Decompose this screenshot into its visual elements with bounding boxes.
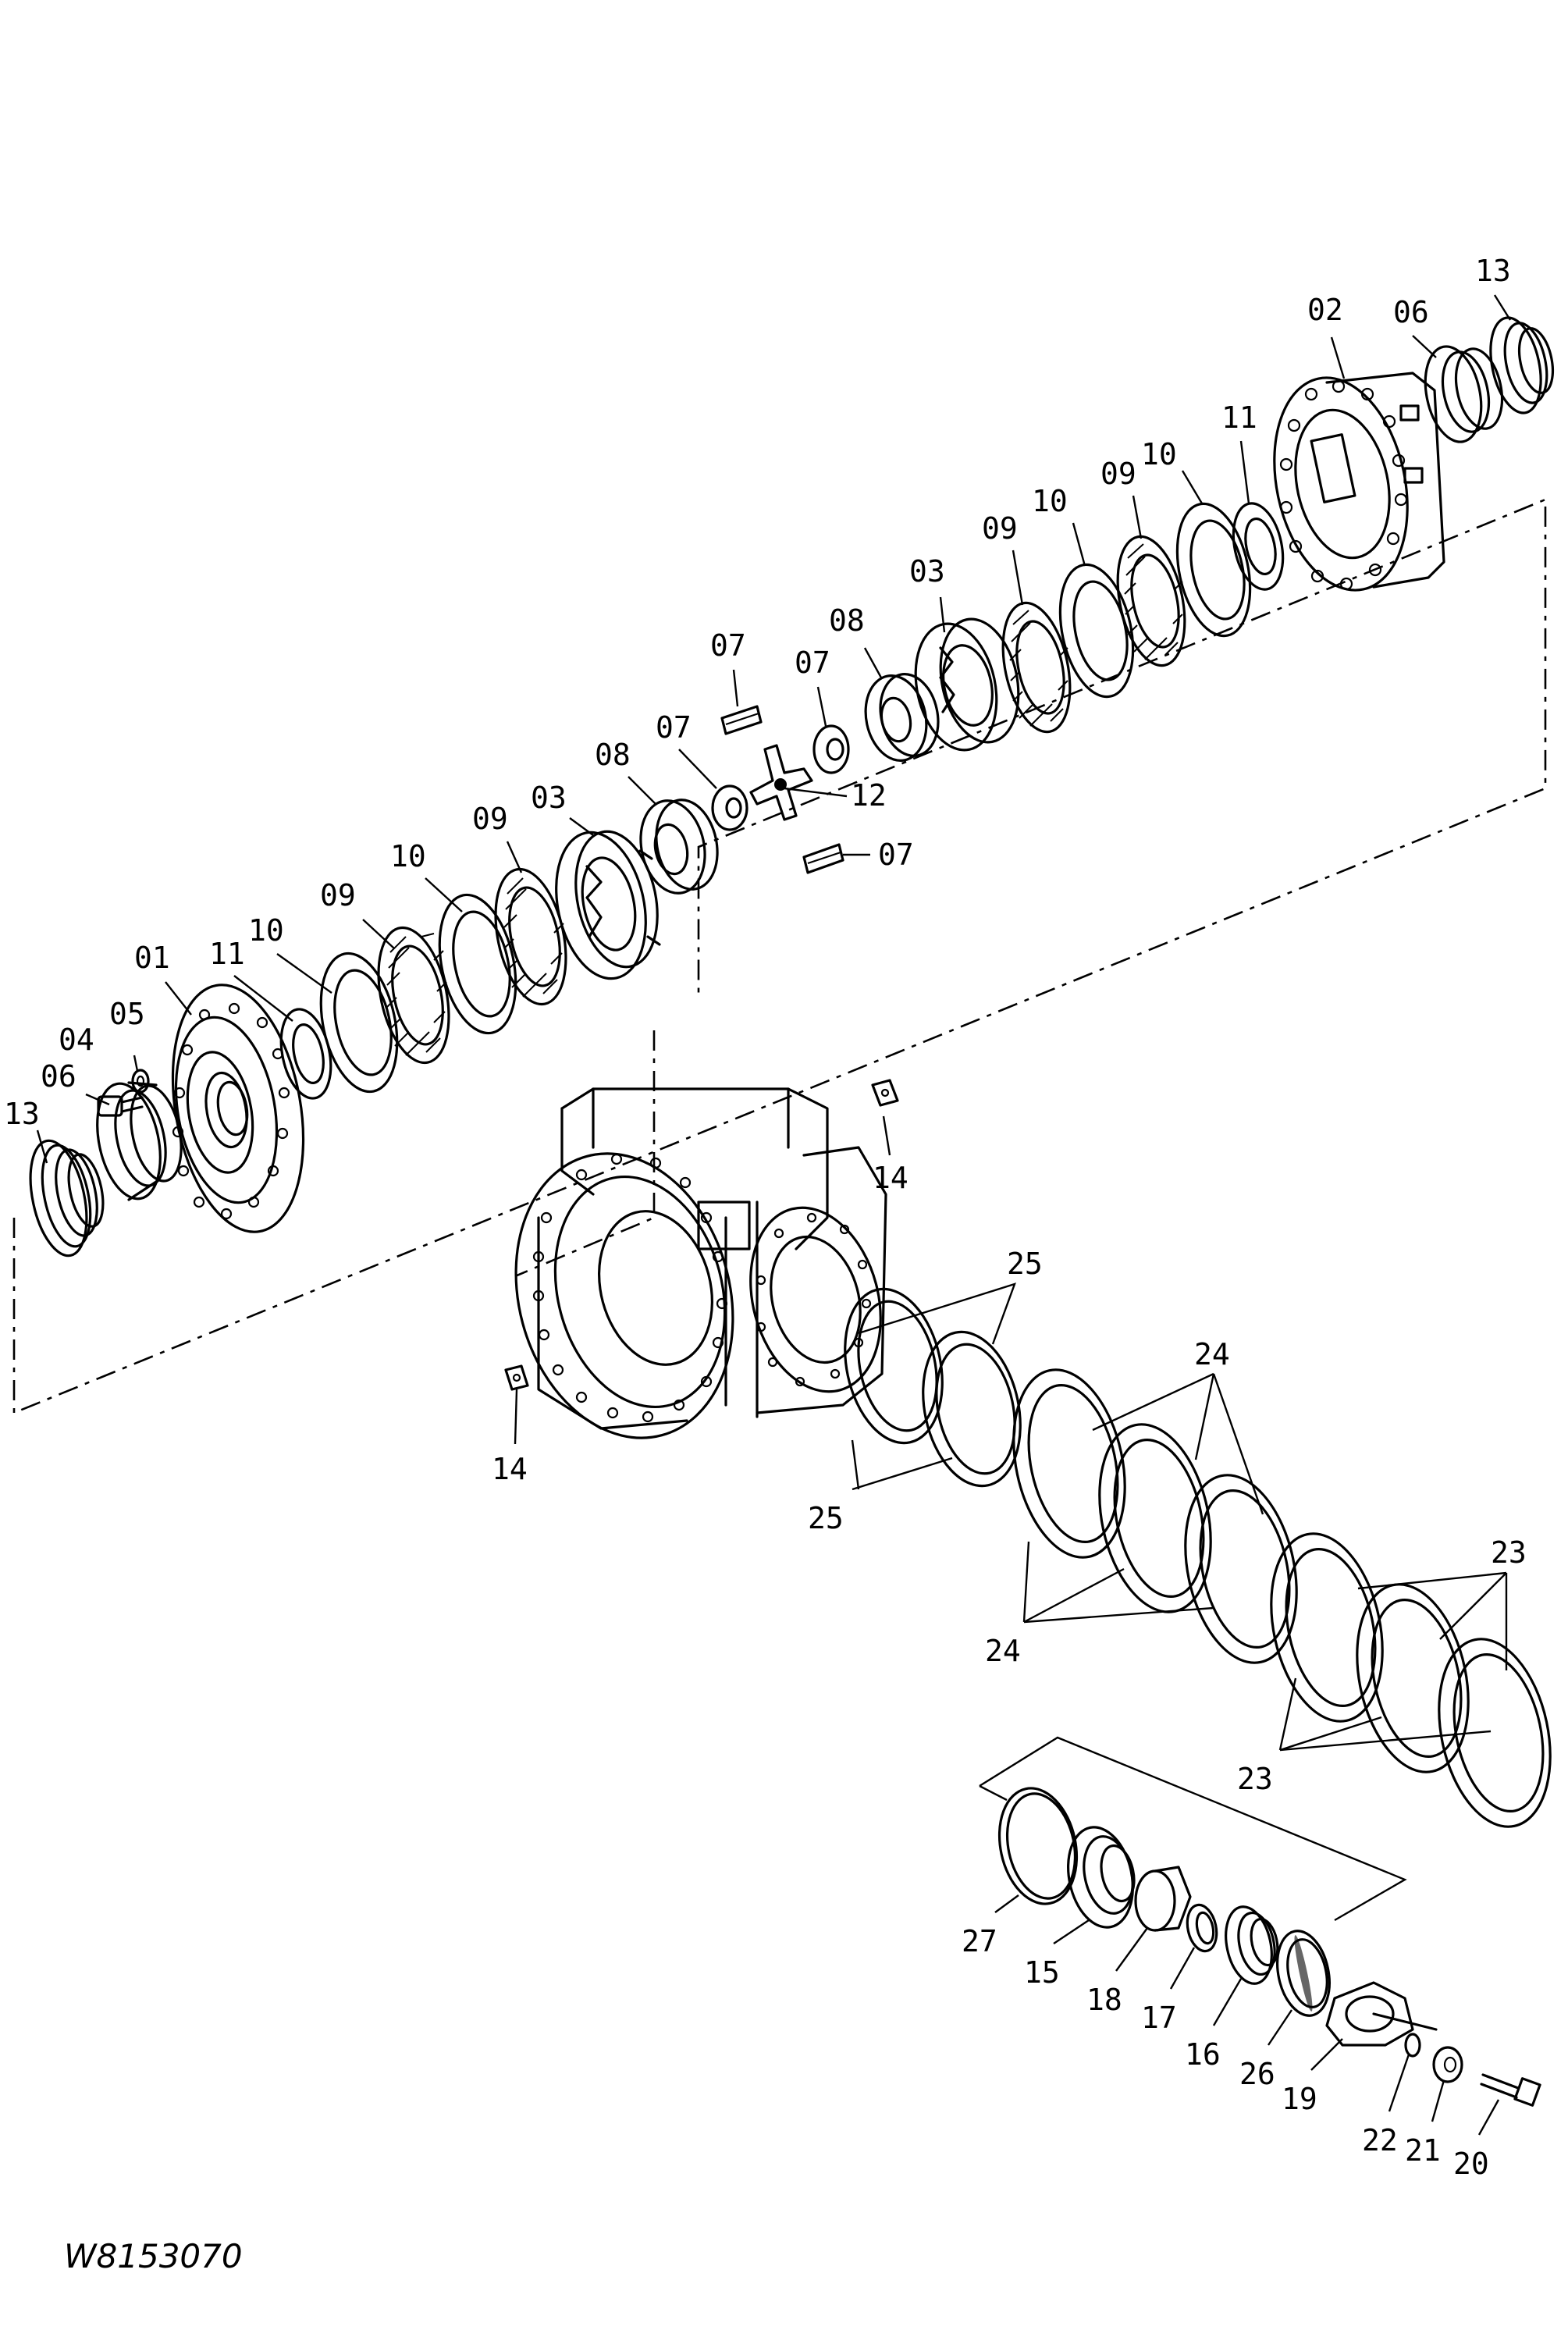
leader-lines (36, 294, 1512, 2136)
part-13-roller-bearing-left (29, 1139, 105, 1257)
callout-11-left: 11 (209, 937, 245, 971)
callout-01: 01 (134, 941, 170, 975)
callout-22: 22 (1362, 2123, 1398, 2157)
part-09-friction-disk-left-1 (377, 926, 450, 1065)
part-10-plate-left-1 (319, 952, 399, 1094)
part-25-shim-2 (922, 1330, 1022, 1488)
callout-labels: 13 02 06 11 10 09 10 09 03 08 07 07 07 1… (4, 254, 1527, 2181)
part-23-plate-1 (1270, 1532, 1384, 1723)
part-20-bolt (1480, 2073, 1541, 2107)
callout-05: 05 (109, 997, 145, 1031)
callout-08-right: 08 (829, 603, 865, 638)
callout-21: 21 (1405, 2133, 1441, 2168)
part-08-sleeve-left (639, 799, 719, 895)
callout-10-left-outer: 10 (390, 839, 426, 873)
part-09-friction-disk-right-2 (1116, 535, 1186, 667)
part-25-shim-1 (844, 1287, 944, 1445)
callout-02: 02 (1307, 293, 1343, 327)
part-09-friction-disk-right-1 (1001, 601, 1072, 734)
callout-20: 20 (1453, 2147, 1489, 2181)
part-16-bearing (1225, 1905, 1279, 1985)
callout-11-right: 11 (1221, 400, 1257, 435)
callout-07-mid: 07 (795, 646, 830, 680)
part-24-plate-3 (1184, 1474, 1298, 1664)
callout-27: 27 (962, 1924, 997, 1958)
part-07-pinion-bottom (802, 843, 844, 874)
callout-15: 15 (1024, 1955, 1060, 1990)
part-05-washer (131, 1069, 150, 1094)
callout-06-left: 06 (41, 1059, 76, 1094)
callout-16: 16 (1185, 2037, 1221, 2072)
part-14-clip-upper (871, 1079, 899, 1107)
callout-19: 19 (1282, 2082, 1317, 2116)
callout-07-top: 07 (710, 628, 746, 663)
part-06-bearing-cup-left (96, 1081, 183, 1201)
part-03-side-gear-left (555, 830, 661, 980)
part-13-roller-bearing-right (1489, 316, 1555, 414)
part-07-pinion-washer-1 (711, 784, 748, 831)
callout-13-left: 13 (4, 1097, 40, 1131)
figure-id: W8153070 (64, 2237, 243, 2275)
part-21-washer (1432, 2046, 1463, 2083)
callout-04: 04 (59, 1023, 94, 1057)
callout-09-right-inner: 09 (982, 511, 1018, 546)
callout-03-left: 03 (531, 781, 567, 815)
part-22-o-ring-small (1404, 2033, 1421, 2058)
callout-09-left-inner: 09 (320, 878, 356, 912)
assembly-axis-lines (12, 498, 1547, 1414)
callout-10-right-inner: 10 (1032, 484, 1068, 518)
callout-10-left-inner: 10 (248, 913, 284, 948)
part-23-plate-3 (1438, 1638, 1552, 1828)
callout-07-bottom: 07 (878, 838, 914, 872)
part-07-pinion-washer-2 (812, 724, 850, 774)
callout-13-right: 13 (1475, 254, 1511, 288)
part-17-ring (1186, 1903, 1218, 1953)
callout-12: 12 (851, 778, 887, 813)
part-12-spider (749, 744, 813, 821)
part-01-flange-housing (171, 984, 305, 1233)
part-02-differential-case (1273, 372, 1445, 592)
part-10-plate-left-2 (438, 893, 517, 1035)
callout-25-lower: 25 (808, 1501, 844, 1535)
callout-18: 18 (1086, 1983, 1122, 2017)
callout-23-upper: 23 (1491, 1535, 1527, 1570)
callout-25-upper: 25 (1007, 1247, 1043, 1281)
pinion-group-frame (979, 1736, 1407, 1922)
callout-17: 17 (1141, 2001, 1177, 2035)
part-11-tabbed-washer-right (1232, 502, 1285, 591)
part-07-pinion-top (720, 705, 763, 735)
part-09-friction-disk-left-2 (494, 867, 567, 1006)
part-24-plate-1 (1012, 1368, 1126, 1559)
callout-14-lower: 14 (492, 1452, 528, 1486)
callout-24-lower: 24 (985, 1634, 1021, 1668)
part-10-plate-right-2 (1175, 502, 1252, 638)
callout-09-left-outer: 09 (472, 802, 508, 836)
callout-08-left: 08 (595, 738, 631, 772)
part-06-bearing-cup-right (1424, 345, 1504, 443)
part-26-seal (1276, 1930, 1331, 2017)
callout-09-right-outer: 09 (1100, 457, 1136, 491)
callout-06-right: 06 (1393, 295, 1429, 329)
callout-26: 26 (1239, 2057, 1275, 2091)
axle-housing (514, 1087, 887, 1439)
callout-03-right: 03 (909, 554, 945, 589)
part-08-sleeve-right (864, 673, 940, 762)
part-18-spacer (1134, 1866, 1192, 1932)
callout-14-upper: 14 (873, 1161, 908, 1195)
part-15-bearing-cup (1067, 1826, 1136, 1929)
callout-07-left: 07 (656, 710, 692, 745)
callout-24-upper: 24 (1194, 1337, 1230, 1371)
callout-10-right-outer: 10 (1141, 437, 1177, 471)
part-04-bolt (97, 1095, 144, 1117)
part-19-flange-yoke (1325, 1981, 1438, 2047)
part-23-plate-2 (1356, 1583, 1470, 1773)
part-14-clip-lower (504, 1364, 529, 1391)
callout-23-lower: 23 (1237, 1762, 1273, 1796)
